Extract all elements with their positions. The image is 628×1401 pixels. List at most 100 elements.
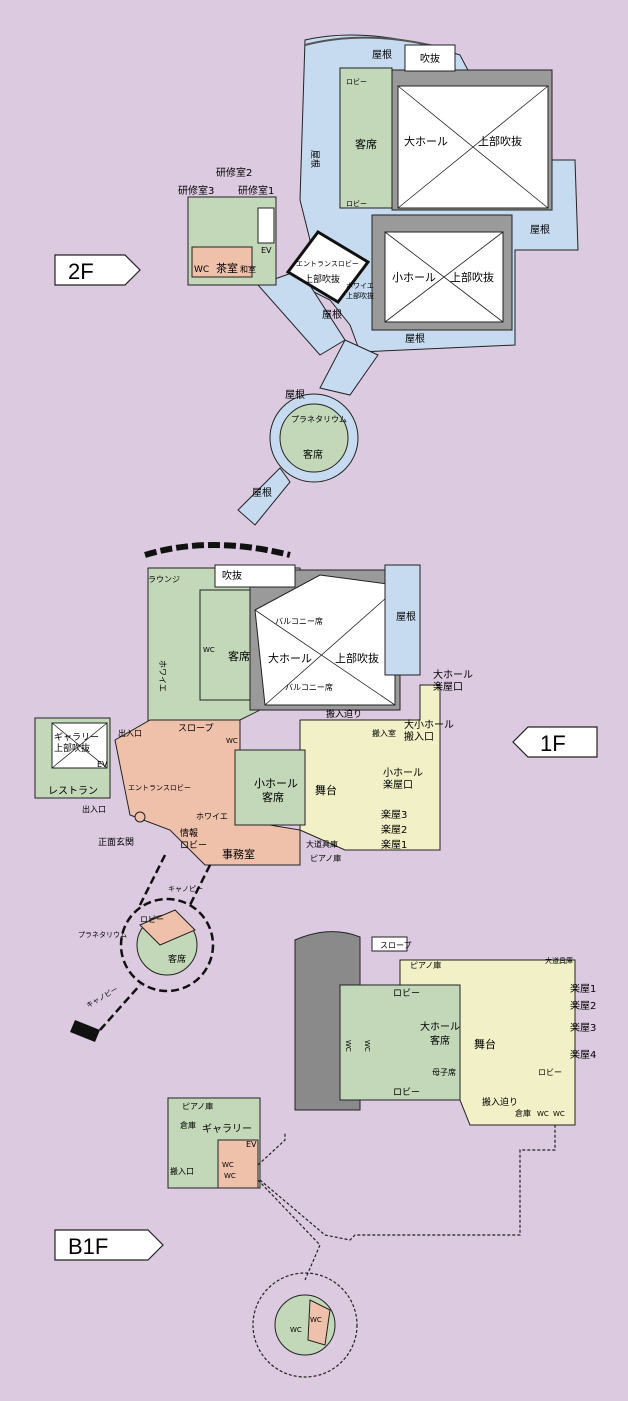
floor-tag-2f <box>54 254 141 286</box>
slope-label-1f: スロープ <box>178 723 213 734</box>
roof-label-1: 屋根 <box>372 48 392 61</box>
floor-tag-b1f-label: B1F <box>68 1234 108 1259</box>
connector-2f <box>319 339 379 396</box>
big-hall-green-room-line2: 楽屋口 <box>433 680 463 693</box>
tea-room-label: 茶室 <box>216 261 238 275</box>
b1-tunnel-2 <box>257 1179 321 1281</box>
canopy-bar-1f <box>70 1020 100 1042</box>
lounge-label: ラウンジ <box>148 575 180 584</box>
entrance-lobby-label-2f: エントランスロビー <box>296 259 359 268</box>
b1-seats-block <box>339 984 471 1101</box>
study2-label: 研修室2 <box>216 166 252 179</box>
wc-label-2f: WC <box>194 265 209 275</box>
upper-void-label-2f: 上部吹抜 <box>478 134 522 148</box>
entrance-lobby-block-1f <box>114 719 301 866</box>
roof-label-4: 屋根 <box>322 308 342 321</box>
stair-2f <box>257 207 275 244</box>
connector-2f-left <box>257 269 346 356</box>
roof-dark-band <box>144 542 291 558</box>
canopy-1f <box>138 854 212 906</box>
fukinuke-label-1f: 吹抜 <box>222 569 242 582</box>
floor-2f: 屋根 吹抜 ロビー ロビー 屋根 客席 大ホール 上部吹抜 屋根 研修室2 研修… <box>54 34 579 526</box>
green1-label-1f: 楽屋1 <box>381 838 407 851</box>
stage-block-1f <box>299 684 441 851</box>
green3-label-1f: 楽屋3 <box>381 808 407 821</box>
seats-label-1f-planet: 客席 <box>168 953 186 965</box>
gallery-void-line2: 上部吹抜 <box>54 742 90 754</box>
entrance-void-label-2f: 上部吹抜 <box>304 273 340 285</box>
planetarium-ring-1f <box>119 897 215 993</box>
foyer-label-1f: ホワイエ <box>158 660 167 692</box>
big-hall-green-room-label: 大ホール 楽屋口 <box>433 668 476 693</box>
small-hall-seats-line1: 小ホール <box>254 777 298 790</box>
info-lobby-line1: 情報 <box>180 827 198 839</box>
planetarium-inner-2f <box>279 403 349 473</box>
green2-label-1f: 楽屋2 <box>381 823 407 836</box>
main-entrance-label: 正面玄関 <box>98 836 134 848</box>
b1-tunnel <box>257 1125 556 1241</box>
b1-stage-label: 舞台 <box>474 1037 496 1051</box>
b1-wc-label-5: WC <box>222 1161 234 1169</box>
fukinuke-box-2f <box>404 44 456 72</box>
planetarium-label-1f: プラネタリウム <box>78 930 127 939</box>
floor-tag-2f-label: 2F <box>68 259 94 284</box>
roof-label-7: 屋根 <box>252 486 272 499</box>
b1-big-hall-seats-line1: 大ホール <box>420 1020 460 1033</box>
seats-label-2f: 客席 <box>355 137 377 151</box>
ev-label-2f: EV <box>261 246 272 255</box>
office-label: 事務室 <box>222 847 255 861</box>
b1-green1-label: 楽屋1 <box>570 982 596 995</box>
small-hall-label-2f: 小ホール <box>392 271 436 284</box>
entrance-lobby-label-1f: エントランスロビー <box>128 783 191 792</box>
roof-label-5: 屋根 <box>405 332 425 345</box>
b1-lobby-label-bottom: ロビー <box>393 1087 420 1098</box>
big-hall-label-1f: 大ホール <box>268 651 312 665</box>
b1-wc-label-1: WC <box>344 1040 352 1052</box>
fukinuke-box-1f <box>214 564 296 588</box>
b1-loading-label: 搬入口 <box>170 1166 194 1176</box>
planetarium-lobby-1f <box>139 909 196 946</box>
study1-label: 研修室1 <box>238 184 274 197</box>
planetarium-bridge-2f <box>237 467 291 526</box>
balcony-label-top: バルコニー席 <box>275 616 323 626</box>
lobby-label-2f-top: ロビー <box>346 77 367 86</box>
stage-label-1f: 舞台 <box>315 783 337 797</box>
b1-lift-seats-label: 母子席 <box>432 1067 456 1077</box>
b1-piano-store-label: ピアノ庫 <box>410 960 441 970</box>
upper-void-label-1f: 上部吹抜 <box>335 651 379 665</box>
b1-loading-approach-label: 搬入迫り <box>482 1096 518 1108</box>
roof-label-2: 屋根 <box>309 150 321 168</box>
lobby-label-2f-bottom: ロビー <box>346 199 367 208</box>
b1-planetarium-ring <box>252 1272 358 1378</box>
b1-slope-label: スロープ <box>380 941 412 950</box>
b1-ev-label: EV <box>246 1140 257 1149</box>
entrance-bottom-label: 出入口 <box>82 804 106 814</box>
study3-label: 研修室3 <box>178 184 214 197</box>
entrance-lobby-void-2f <box>285 230 371 304</box>
info-lobby-label: 情報 ロビー <box>180 827 207 851</box>
entrance-top-label: 出入口 <box>118 728 142 738</box>
foyer-void-label-2f: 上部吹抜 <box>346 291 374 300</box>
floor-tag-1f <box>512 726 598 758</box>
big-props-label-1f: 大道具庫 <box>306 839 338 849</box>
b1-wc-label-4: WC <box>553 1110 565 1118</box>
canopy-label-top: キャノピー <box>168 885 203 893</box>
info-lobby-line2: ロビー <box>180 840 207 851</box>
loading-approach-label-1f: 搬入迫り <box>326 708 362 720</box>
b1-green3-label: 楽屋3 <box>570 1021 596 1034</box>
foyer-label-2f: ホワイエ <box>346 282 374 290</box>
small-hall-void-label-2f: 上部吹抜 <box>450 270 494 284</box>
b1-storage-label-right: 倉庫 <box>515 1108 531 1118</box>
balcony-label-bottom: バルコニー席 <box>285 682 333 692</box>
b1-gallery-lobby <box>217 1139 259 1189</box>
roof-label-1f: 屋根 <box>396 610 416 623</box>
b1-green2-label: 楽屋2 <box>570 999 596 1012</box>
roof-label-6: 屋根 <box>285 388 305 401</box>
big-small-hall-loading-label: 大小ホール 搬入口 <box>404 718 457 743</box>
canopy-line-1f <box>99 984 141 1031</box>
floor-tag-b1f <box>54 1229 164 1261</box>
b1-lobby-label-right: ロビー <box>538 1068 562 1077</box>
foyer-label-1f-small: ホワイエ <box>196 812 228 821</box>
big-hall-label-2f: 大ホール <box>404 134 448 148</box>
